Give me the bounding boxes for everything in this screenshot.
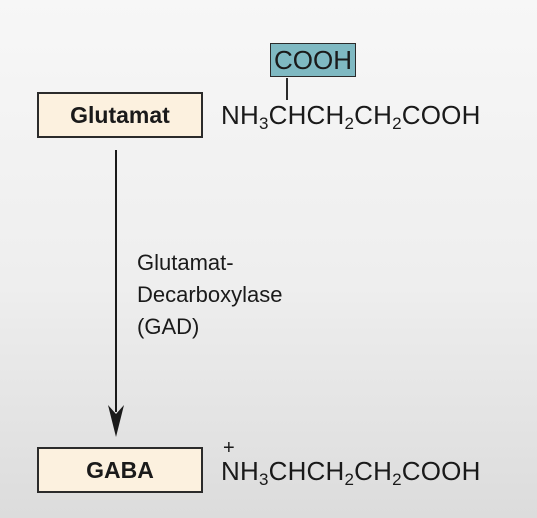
carboxyl-group-highlight: COOH [270,43,356,77]
glutamat-label: Glutamat [70,101,170,128]
gaba-positive-charge: + [223,437,235,459]
gaba-formula-sub3: 2 [392,470,402,489]
carboxyl-bond-line [286,78,288,100]
glutamat-formula-t3: COOH [401,100,481,130]
gaba-formula-t1: CHCH [268,456,345,486]
glutamat-formula: NH3CHCH2CH2COOH [221,100,481,133]
enzyme-line-1: Glutamat- [137,250,234,275]
enzyme-line-3: (GAD) [137,314,200,339]
reaction-arrowhead [108,405,124,437]
gaba-formula-t2: CH [354,456,393,486]
gaba-formula: NH3CHCH2CH2COOH [221,456,481,489]
glutamat-formula-sub1: 3 [258,114,269,133]
enzyme-label: Glutamat- Decarboxylase (GAD) [137,247,283,343]
gaba-label: GABA [86,456,154,483]
gaba-formula-t3: COOH [401,456,481,486]
enzyme-line-2: Decarboxylase [137,282,283,307]
glutamat-formula-sub3: 2 [392,114,402,133]
glutamat-formula-sub2: 2 [344,114,355,133]
reaction-arrow [108,150,124,437]
gaba-formula-sub1: 3 [258,470,269,489]
gaba-formula-sub2: 2 [344,470,355,489]
gaba-box: GABA [37,447,203,493]
glutamat-box: Glutamat [37,92,203,138]
glutamat-formula-nh: NH [221,100,259,130]
glutamat-formula-t2: CH [354,100,393,130]
glutamat-formula-t1: CHCH [268,100,345,130]
gaba-formula-nh: NH [221,456,259,486]
